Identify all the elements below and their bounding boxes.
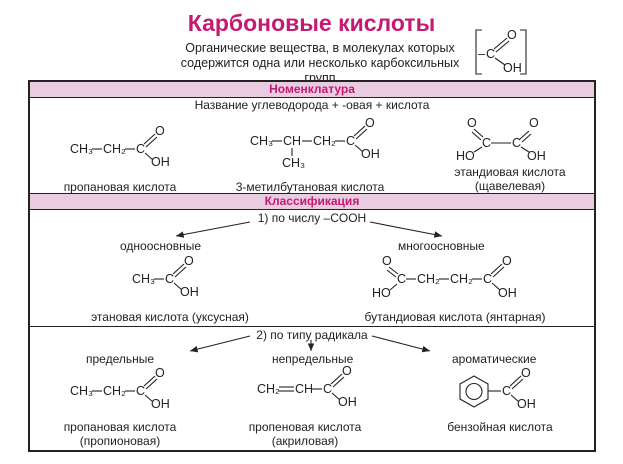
mono-label: одноосновные <box>120 239 201 253</box>
hydroxyl-label: OH <box>503 61 522 75</box>
propanoic-acid-formula: CH₃ CH₂ C O OH <box>70 124 170 169</box>
propanoic-name: пропановая кислота <box>63 180 177 194</box>
oxygen-label: O <box>467 116 477 130</box>
ch2-label: CH₂ <box>450 272 473 286</box>
nomenclature-rule: Название углеводорода + -овая + кислота <box>194 98 430 112</box>
carbon-label: C <box>323 382 332 396</box>
page-title: Карбоновые кислоты <box>187 10 436 36</box>
methylbutanoic-acid-formula: CH₃ CH CH₃ CH₂ C O OH <box>250 116 380 170</box>
oxygen-label: O <box>502 254 512 268</box>
hydroxyl-label: OH <box>151 397 170 411</box>
hydroxyl-label: OH <box>151 155 170 169</box>
content-frame <box>28 80 596 452</box>
hydroxyl-label: OH <box>498 286 517 300</box>
benzene-ring <box>459 375 489 408</box>
butanedioic-name: бутандиовая кислота (янтарная) <box>364 310 546 324</box>
by-radical-label: 2) по типу радикала <box>256 328 368 342</box>
hydroxyl-label: OH <box>180 285 199 299</box>
classification-header: Классификация <box>30 194 594 209</box>
oxygen-label: O <box>342 364 352 378</box>
saturated-label: предельные <box>86 352 155 366</box>
unsaturated-label: непредельные <box>272 352 354 366</box>
hydroxyl-label: OH <box>338 395 357 409</box>
arrow-aromatic <box>371 335 431 353</box>
ch3-label: CH₃ <box>282 156 305 170</box>
carbon-label: C <box>136 142 145 156</box>
oxygen-label: O <box>529 116 539 130</box>
saturated-trivial: (пропионовая) <box>79 434 161 448</box>
acrylic-acid-formula: CH₂ CH C O OH <box>257 364 357 409</box>
ch3-label: CH₃ <box>132 272 155 286</box>
carbon-label: C <box>136 384 145 398</box>
oxygen-label: O <box>382 254 392 268</box>
carbon-label: C <box>512 136 521 150</box>
ch2-label: CH₂ <box>103 142 126 156</box>
ethanedioic-name: этандиовая кислота <box>454 165 566 179</box>
subtitle-line-1: Органические вещества, в молекулах котор… <box>185 41 455 55</box>
ch2-label: CH₂ <box>257 382 280 396</box>
saturated-name: пропановая кислота <box>63 420 177 434</box>
arrow-mono <box>175 221 251 238</box>
ch3-label: CH₃ <box>250 134 273 148</box>
propionic-acid-formula: CH₃ CH₂ C O OH <box>70 366 170 411</box>
ch2-label: CH₂ <box>313 134 336 148</box>
ch2-label: CH₂ <box>103 384 126 398</box>
carbon-label: C <box>486 47 495 61</box>
bond-dash: – <box>478 47 485 61</box>
hydroxyl-label: HO <box>372 286 391 300</box>
divider <box>30 326 594 327</box>
methylbutanoic-name: 3-метилбутановая кислота <box>235 180 385 194</box>
carboxyl-group-formula: – C O OH <box>475 28 527 75</box>
oxygen-label: O <box>155 366 165 380</box>
aromatic-circle <box>465 382 483 401</box>
oxygen-label: O <box>365 116 375 130</box>
unsaturated-name: пропеновая кислота <box>248 420 362 434</box>
aromatic-label: ароматические <box>452 352 537 366</box>
ethanoic-name: этановая кислота (уксусная) <box>91 310 249 324</box>
ethanoic-acid-formula: CH₃ C O OH <box>132 254 199 299</box>
benzoic-acid-formula: C O OH <box>459 366 536 411</box>
carbon-label: C <box>346 134 355 148</box>
poly-label: многоосновные <box>398 239 485 253</box>
ethanedioic-acid-formula: O C HO C O OH <box>456 116 546 163</box>
butanedioic-acid-formula: O C HO CH₂ CH₂ C O OH <box>372 254 517 300</box>
carbon-label: C <box>483 272 492 286</box>
carbon-label: C <box>397 272 406 286</box>
oxygen-label: O <box>507 28 517 42</box>
arrow-poly <box>369 221 443 238</box>
ch-label: CH <box>283 134 301 148</box>
ch-label: CH <box>295 382 313 396</box>
aromatic-name: бензойная кислота <box>447 420 553 434</box>
carbon-label: C <box>482 136 491 150</box>
oxygen-label: O <box>521 366 531 380</box>
hydroxyl-label: OH <box>527 149 546 163</box>
ch2-label: CH₂ <box>417 272 440 286</box>
divider <box>30 97 594 98</box>
carbon-label: C <box>165 272 174 286</box>
oxygen-label: O <box>155 124 165 138</box>
carbon-label: C <box>502 384 511 398</box>
ch3-label: CH₃ <box>70 384 93 398</box>
arrow-saturated <box>189 335 251 353</box>
hydroxyl-label: HO <box>456 149 475 163</box>
oxygen-label: O <box>184 254 194 268</box>
ch3-label: CH₃ <box>70 142 93 156</box>
unsaturated-trivial: (акриловая) <box>271 434 339 448</box>
hydroxyl-label: OH <box>361 147 380 161</box>
divider <box>30 193 594 194</box>
nomenclature-header: Номенклатура <box>30 82 594 97</box>
divider <box>30 209 594 210</box>
ethanedioic-trivial: (щавелевая) <box>474 179 546 193</box>
hydroxyl-label: OH <box>517 397 536 411</box>
by-cooh-label: 1) по числу –COOH <box>257 211 367 225</box>
